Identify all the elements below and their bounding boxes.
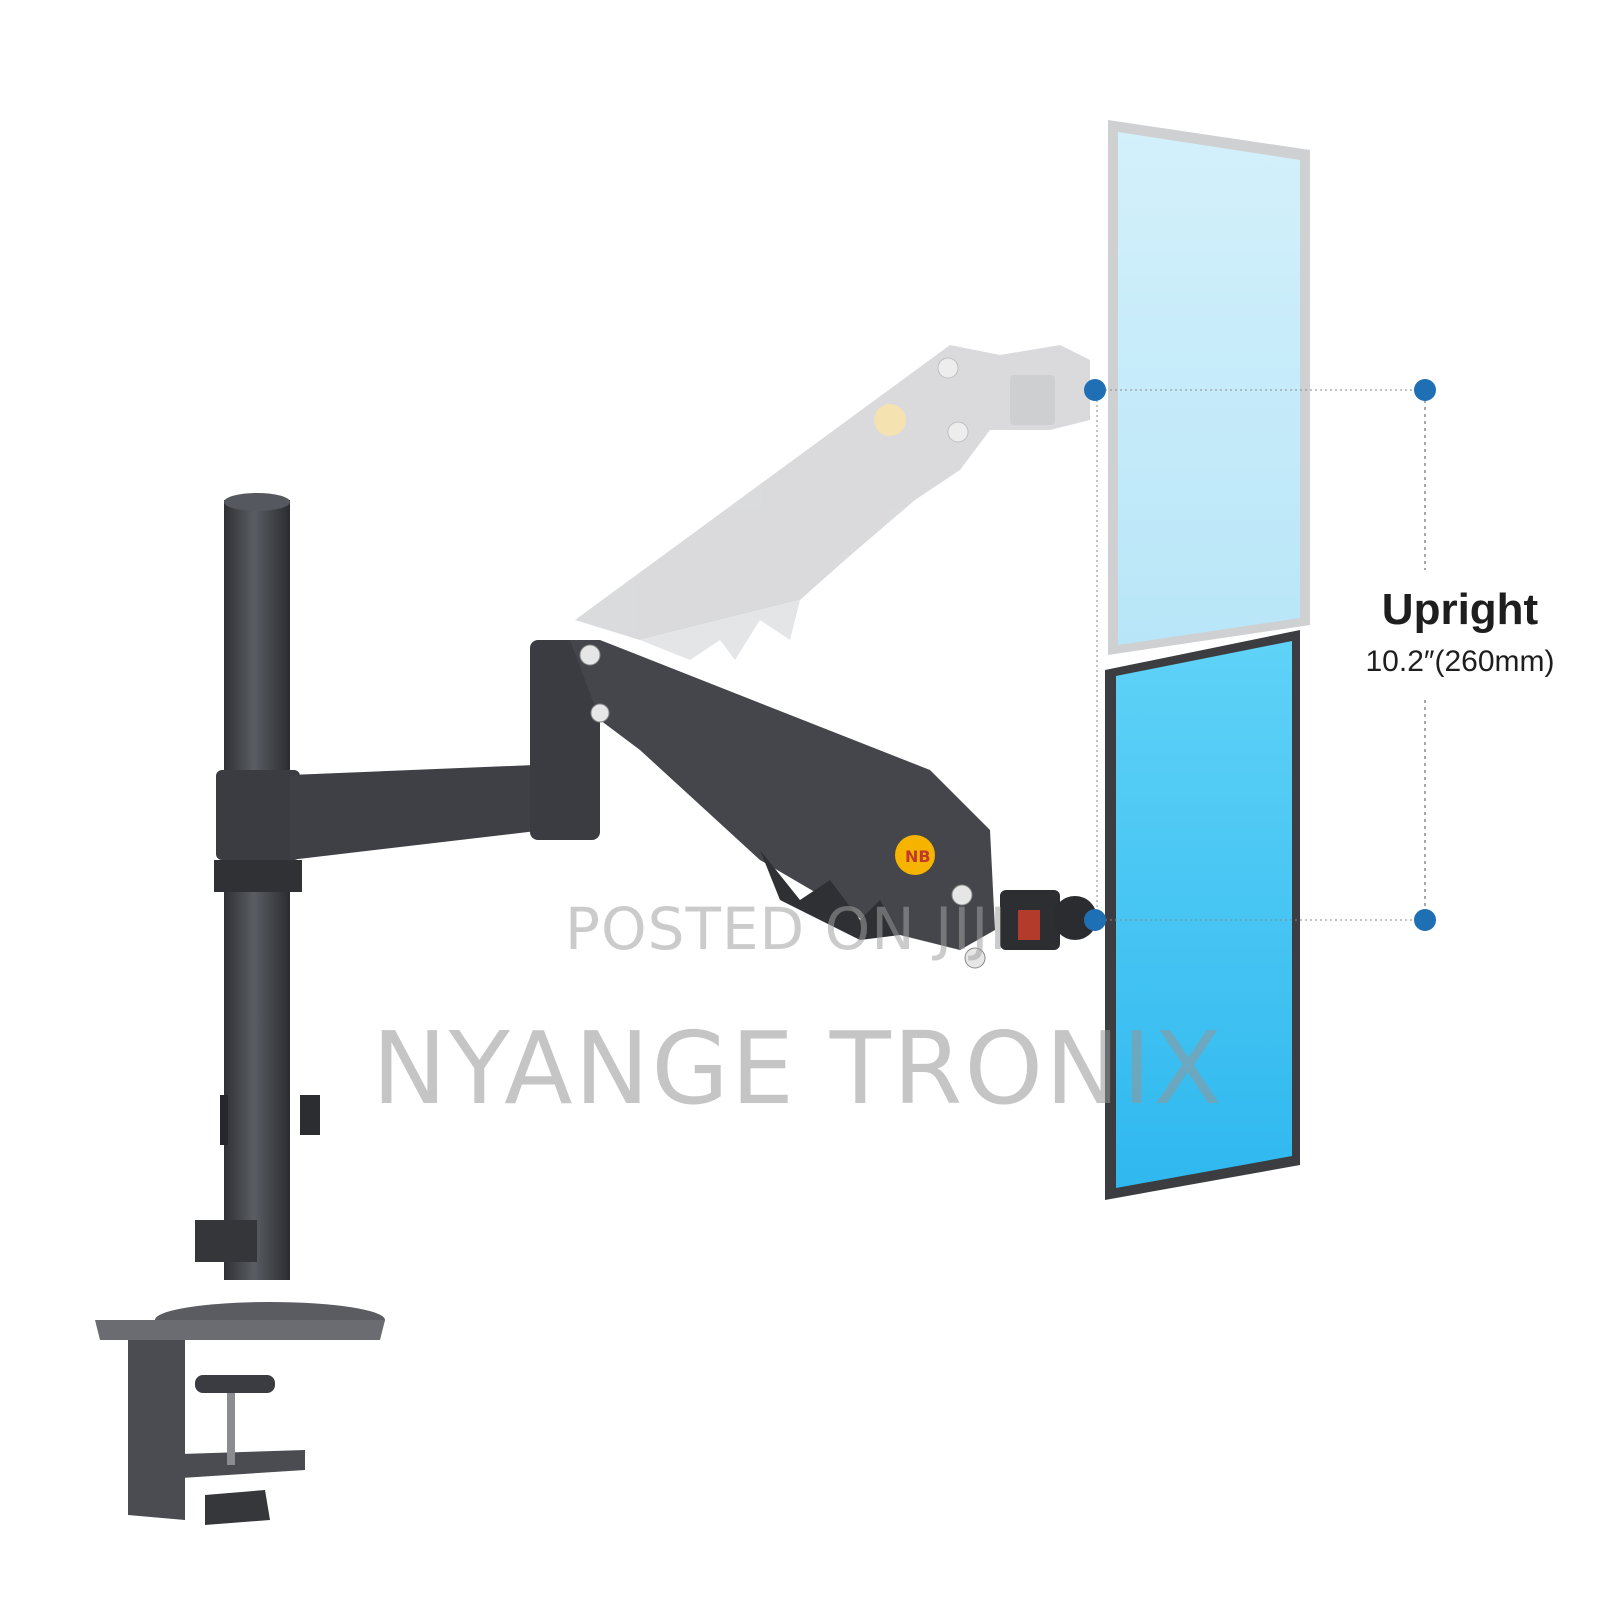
nb-logo-badge: [895, 835, 935, 875]
mount-pole: [195, 493, 320, 1280]
arm-ghost-position: [575, 345, 1090, 660]
desk-clamp: [95, 1302, 385, 1525]
dimension-indicator: [1084, 379, 1436, 931]
nb-logo-text: NB: [905, 847, 931, 866]
monitor-lowered: [1105, 630, 1300, 1200]
dimension-title: Upright: [1381, 585, 1539, 634]
arm-lower-segment: [290, 640, 600, 860]
watermark-posted: POSTED ON JIJI: [565, 895, 1008, 963]
arm-gas-spring: NB: [570, 640, 1097, 969]
marker-dot-top-right: [1414, 379, 1436, 401]
monitor-raised: [1108, 120, 1310, 655]
marker-dot-bottom-left: [1084, 909, 1106, 931]
watermark-brand: NYANGE TRONIX: [372, 1010, 1224, 1127]
marker-dot-bottom-right: [1414, 909, 1436, 931]
dimension-measure: 10.2″(260mm): [1365, 645, 1555, 678]
marker-dot-top-left: [1084, 379, 1106, 401]
